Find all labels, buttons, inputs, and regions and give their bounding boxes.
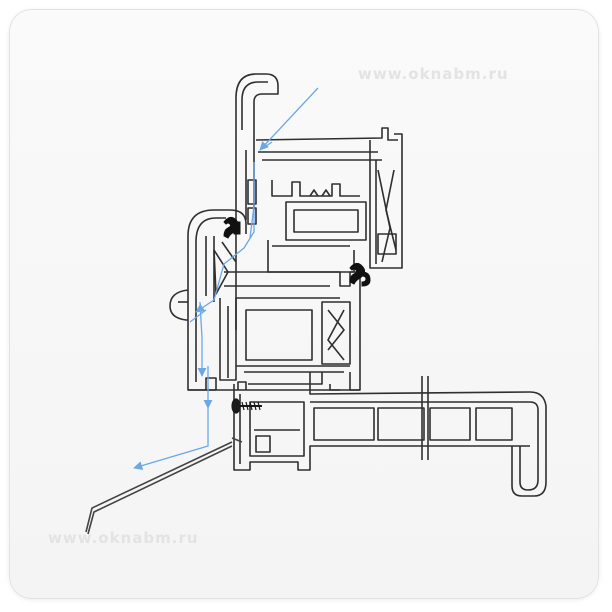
water-flow-lines [133,87,319,471]
ebb-flashing [85,437,243,535]
gasket-icon [223,216,241,239]
diagram-card: www.oknabm.ru www.oknabm.ru [10,10,598,598]
watermark-top: www.oknabm.ru [358,65,509,83]
window-profile-diagram [85,73,547,535]
frame-profile [169,209,361,391]
screw-icon [231,398,262,414]
sash-profile [235,73,403,330]
sill-profile [233,376,547,497]
gaskets [223,216,371,287]
watermark-bottom: www.oknabm.ru [48,529,199,547]
gasket-icon [349,262,371,287]
